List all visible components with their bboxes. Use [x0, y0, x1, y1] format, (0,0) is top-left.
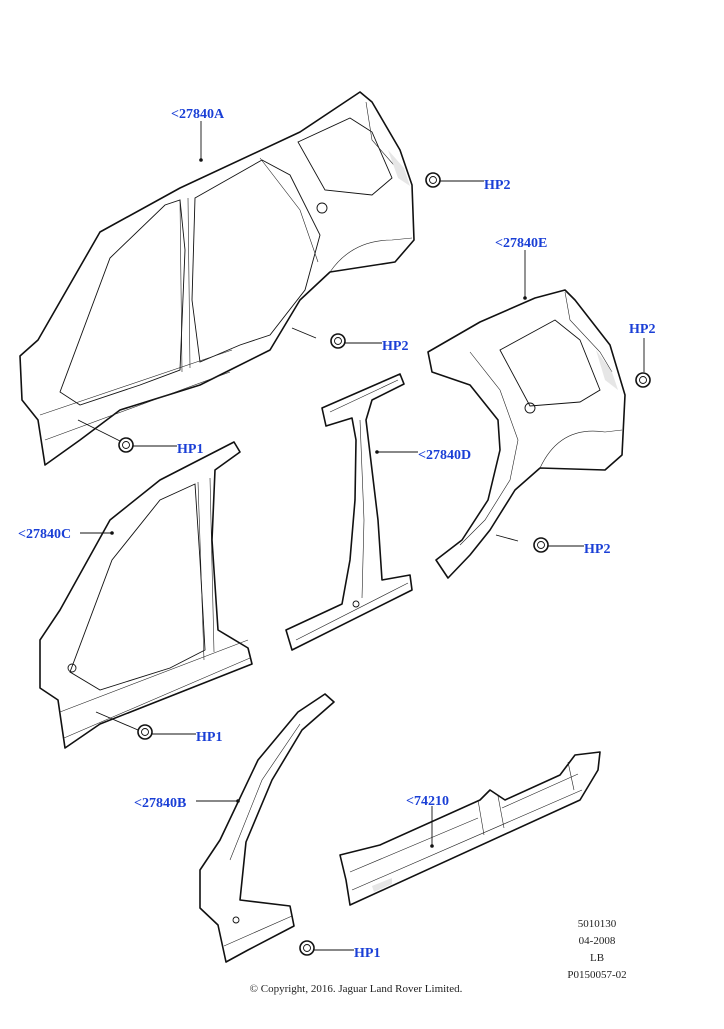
- callout-hp1-a[interactable]: HP1: [177, 442, 203, 457]
- callout-27840c[interactable]: <27840C: [18, 527, 71, 542]
- leader-dot: [199, 158, 203, 162]
- pointer-line-hp1a: [77, 419, 123, 443]
- leader-dot: [523, 296, 527, 300]
- callout-hp2-mid[interactable]: HP2: [382, 339, 408, 354]
- callout-hp2-right[interactable]: HP2: [629, 322, 655, 337]
- leader-dot: [236, 799, 240, 803]
- hp2-plug-right[interactable]: [635, 372, 651, 388]
- callout-27840b[interactable]: <27840B: [134, 796, 186, 811]
- hp1-plug-c[interactable]: [137, 724, 153, 740]
- callout-27840d[interactable]: <27840D: [418, 448, 471, 463]
- leader-dot: [430, 844, 434, 848]
- hp2-plug-mid[interactable]: [330, 333, 346, 349]
- rear-quarter-panel-27840e[interactable]: [427, 289, 626, 579]
- leader-dot: [375, 450, 379, 454]
- callout-74210[interactable]: <74210: [406, 794, 449, 809]
- callout-27840a[interactable]: <27840A: [171, 107, 225, 122]
- hp2-plug-top[interactable]: [425, 172, 441, 188]
- b-pillar-section-27840d[interactable]: [285, 373, 413, 651]
- callout-hp2-top[interactable]: HP2: [484, 178, 510, 193]
- hp1-plug-a[interactable]: [118, 437, 134, 453]
- info-line-2: 04-2008: [579, 935, 616, 947]
- info-line-4: P0150057-02: [567, 969, 626, 981]
- leader-dot: [110, 531, 114, 535]
- front-door-aperture-27840c[interactable]: [39, 441, 253, 749]
- callout-hp1-c[interactable]: HP1: [196, 730, 222, 745]
- pointer-line-hp1c: [95, 711, 139, 731]
- info-line-3: LB: [590, 952, 604, 964]
- callout-27840e[interactable]: <27840E: [495, 236, 547, 251]
- copyright-text: © Copyright, 2016. Jaguar Land Rover Lim…: [250, 983, 463, 995]
- a-pillar-27840b[interactable]: [199, 693, 335, 963]
- callout-hp2-low[interactable]: HP2: [584, 542, 610, 557]
- hp2-plug-low[interactable]: [533, 537, 549, 553]
- callout-hp1-b[interactable]: HP1: [354, 946, 380, 961]
- pointer-line-low: [495, 534, 519, 542]
- info-line-1: 5010130: [578, 918, 617, 930]
- sill-panel-74210[interactable]: [339, 751, 601, 906]
- hp1-plug-b[interactable]: [299, 940, 315, 956]
- body-side-panel-27840a[interactable]: [19, 91, 415, 466]
- pointer-line-mid: [291, 327, 317, 339]
